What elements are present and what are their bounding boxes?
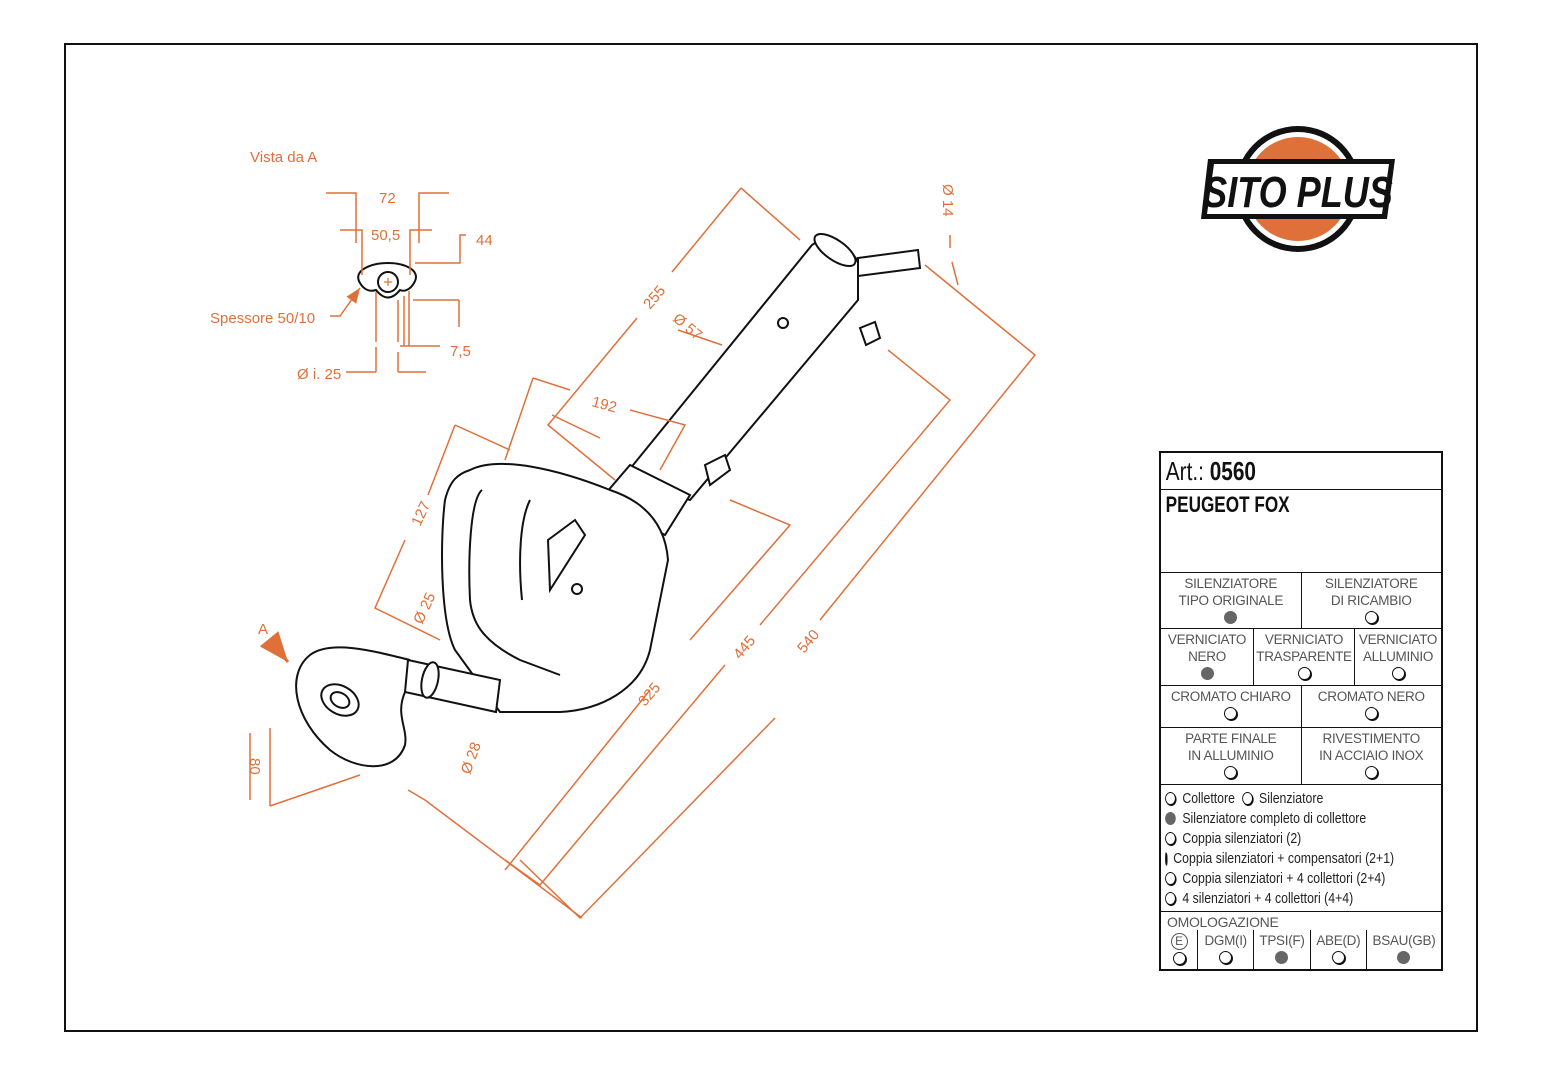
paint-aluminium: VERNICIATO ALLUMINIO bbox=[1354, 629, 1441, 685]
e-mark-icon: E bbox=[1170, 933, 1188, 950]
article-value: 0560 bbox=[1209, 456, 1256, 486]
radio-selected-icon bbox=[1224, 611, 1238, 624]
option-label: Coppia silenziatori (2) bbox=[1182, 829, 1302, 847]
radio-selected-icon bbox=[1275, 951, 1289, 964]
dim-d25: Ø 25 bbox=[410, 590, 439, 627]
option-label: Silenziatore completo di collettore bbox=[1182, 809, 1367, 827]
option-label: Coppia silenziatori + 4 collettori (2+4) bbox=[1182, 869, 1386, 887]
finish-stainless: RIVESTIMENTO IN ACCIAIO INOX bbox=[1300, 728, 1442, 784]
vehicle-model: PEUGEOT FOX bbox=[1165, 492, 1290, 517]
radio-empty-icon bbox=[1165, 891, 1176, 905]
sito-plus-logo: SITO PLUS bbox=[1201, 126, 1395, 252]
paint-row: VERNICIATO NERO VERNICIATO TRASPARENTE V… bbox=[1161, 629, 1441, 686]
dim-d28: Ø 28 bbox=[458, 740, 485, 776]
type-replacement: SILENZIATORE DI RICAMBIO bbox=[1300, 573, 1442, 628]
radio-empty-icon bbox=[1224, 766, 1238, 779]
radio-empty-icon bbox=[1172, 952, 1186, 965]
radio-empty-icon bbox=[1364, 766, 1378, 779]
option-item: Silenziatore completo di collettore bbox=[1161, 808, 1391, 828]
cell-label: PARTE FINALE IN ALLUMINIO bbox=[1185, 731, 1277, 763]
radio-empty-icon bbox=[1165, 851, 1167, 865]
option-collettore-silenziatore: Collettore Silenziatore bbox=[1161, 788, 1391, 808]
option-label: 4 silenziatori + 4 collettori (4+4) bbox=[1182, 889, 1354, 907]
dim-192: 192 bbox=[590, 393, 619, 416]
type-row: SILENZIATORE TIPO ORIGINALE SILENZIATORE… bbox=[1161, 573, 1441, 629]
option-label: Collettore bbox=[1182, 789, 1235, 807]
chrome-row: CROMATO CHIARO CROMATO NERO bbox=[1161, 686, 1441, 728]
dim-7-5: 7,5 bbox=[450, 343, 471, 360]
cell-label: SILENZIATORE TIPO ORIGINALE bbox=[1178, 576, 1284, 608]
view-title: Vista da A bbox=[250, 149, 317, 166]
radio-empty-icon bbox=[1391, 667, 1405, 680]
radio-selected-icon bbox=[1397, 951, 1411, 964]
option-item: 4 silenziatori + 4 collettori (4+4) bbox=[1161, 888, 1391, 908]
flange-view: Vista da A 72 50,5 44 7,5 Spessore 50/10… bbox=[210, 149, 493, 383]
cell-label: ABE(D) bbox=[1316, 933, 1361, 948]
dim-d14: Ø 14 bbox=[939, 184, 956, 217]
cell-label: SILENZIATORE DI RICAMBIO bbox=[1324, 576, 1418, 608]
option-item: Coppia silenziatori + compensatori (2+1) bbox=[1161, 848, 1395, 868]
chrome-light: CROMATO CHIARO bbox=[1161, 686, 1301, 727]
radio-selected-icon bbox=[1200, 667, 1214, 680]
option-label: Silenziatore bbox=[1259, 789, 1324, 807]
cell-label: BSAU(GB) bbox=[1372, 933, 1436, 948]
thickness-label: Spessore 50/10 bbox=[210, 310, 315, 327]
dim-325: 325 bbox=[635, 679, 664, 709]
homologation-dgm: DGM(I) bbox=[1197, 930, 1253, 969]
article-number: Art.: 0560 bbox=[1161, 453, 1261, 489]
homologation-e: E bbox=[1161, 930, 1197, 969]
dimension-lines bbox=[249, 187, 1037, 920]
radio-empty-icon bbox=[1219, 951, 1233, 964]
option-item: Coppia silenziatori (2) bbox=[1161, 828, 1391, 848]
radio-empty-icon bbox=[1165, 791, 1176, 805]
cell-label: CROMATO NERO bbox=[1317, 689, 1425, 704]
svg-text:SITO PLUS: SITO PLUS bbox=[1203, 168, 1393, 217]
radio-empty-icon bbox=[1331, 951, 1345, 964]
radio-empty-icon bbox=[1364, 707, 1378, 720]
option-label: Coppia silenziatori + compensatori (2+1) bbox=[1173, 849, 1395, 867]
dim-44: 44 bbox=[476, 232, 493, 249]
homologation-abe: ABE(D) bbox=[1309, 930, 1366, 969]
cell-label: CROMATO CHIARO bbox=[1170, 689, 1291, 704]
dim-445: 445 bbox=[730, 632, 759, 662]
product-info-table: Art.: 0560 PEUGEOT FOX SILENZIATORE TIPO… bbox=[1159, 451, 1443, 971]
homologation-section: OMOLOGAZIONE E DGM(I) TPSI(F) ABE(D) BSA… bbox=[1161, 912, 1441, 969]
cell-label: VERNICIATO ALLUMINIO bbox=[1358, 632, 1438, 664]
paint-black: VERNICIATO NERO bbox=[1161, 629, 1253, 685]
finish-row: PARTE FINALE IN ALLUMINIO RIVESTIMENTO I… bbox=[1161, 728, 1441, 785]
options-list: Collettore Silenziatore Silenziatore com… bbox=[1161, 785, 1441, 912]
radio-empty-icon bbox=[1241, 791, 1253, 805]
inner-diameter-label: Ø i. 25 bbox=[297, 366, 341, 383]
dim-540: 540 bbox=[794, 626, 823, 656]
view-arrow-label: A bbox=[258, 621, 268, 638]
dim-80: 80 bbox=[246, 758, 263, 775]
paint-transparent: VERNICIATO TRASPARENTE bbox=[1253, 629, 1354, 685]
dim-72: 72 bbox=[379, 190, 396, 207]
radio-empty-icon bbox=[1297, 667, 1311, 680]
radio-empty-icon bbox=[1165, 831, 1176, 845]
dim-255: 255 bbox=[640, 282, 669, 312]
type-original: SILENZIATORE TIPO ORIGINALE bbox=[1161, 573, 1301, 628]
cell-label: VERNICIATO TRASPARENTE bbox=[1256, 632, 1352, 664]
homologation-bsau: BSAU(GB) bbox=[1365, 930, 1441, 969]
cell-label: TPSI(F) bbox=[1259, 933, 1305, 948]
muffler-drawing bbox=[295, 232, 922, 768]
option-item: Coppia silenziatori + 4 collettori (2+4) bbox=[1161, 868, 1391, 888]
article-label: Art.: bbox=[1165, 456, 1204, 486]
dim-127: 127 bbox=[408, 499, 434, 529]
finish-aluminium: PARTE FINALE IN ALLUMINIO bbox=[1161, 728, 1301, 784]
homologation-title: OMOLOGAZIONE bbox=[1167, 914, 1279, 930]
cell-label: RIVESTIMENTO IN ACCIAIO INOX bbox=[1319, 731, 1424, 763]
dim-d57: Ø 57 bbox=[669, 310, 705, 344]
drawing-frame bbox=[64, 43, 1478, 1032]
dim-50-5: 50,5 bbox=[371, 227, 400, 244]
chrome-black: CROMATO NERO bbox=[1300, 686, 1442, 727]
cell-label: VERNICIATO NERO bbox=[1167, 632, 1247, 664]
radio-selected-icon bbox=[1165, 811, 1176, 825]
radio-empty-icon bbox=[1364, 611, 1378, 624]
radio-empty-icon bbox=[1165, 871, 1176, 885]
radio-empty-icon bbox=[1224, 707, 1238, 720]
cell-label: DGM(I) bbox=[1204, 933, 1247, 948]
homologation-tpsi: TPSI(F) bbox=[1253, 930, 1309, 969]
